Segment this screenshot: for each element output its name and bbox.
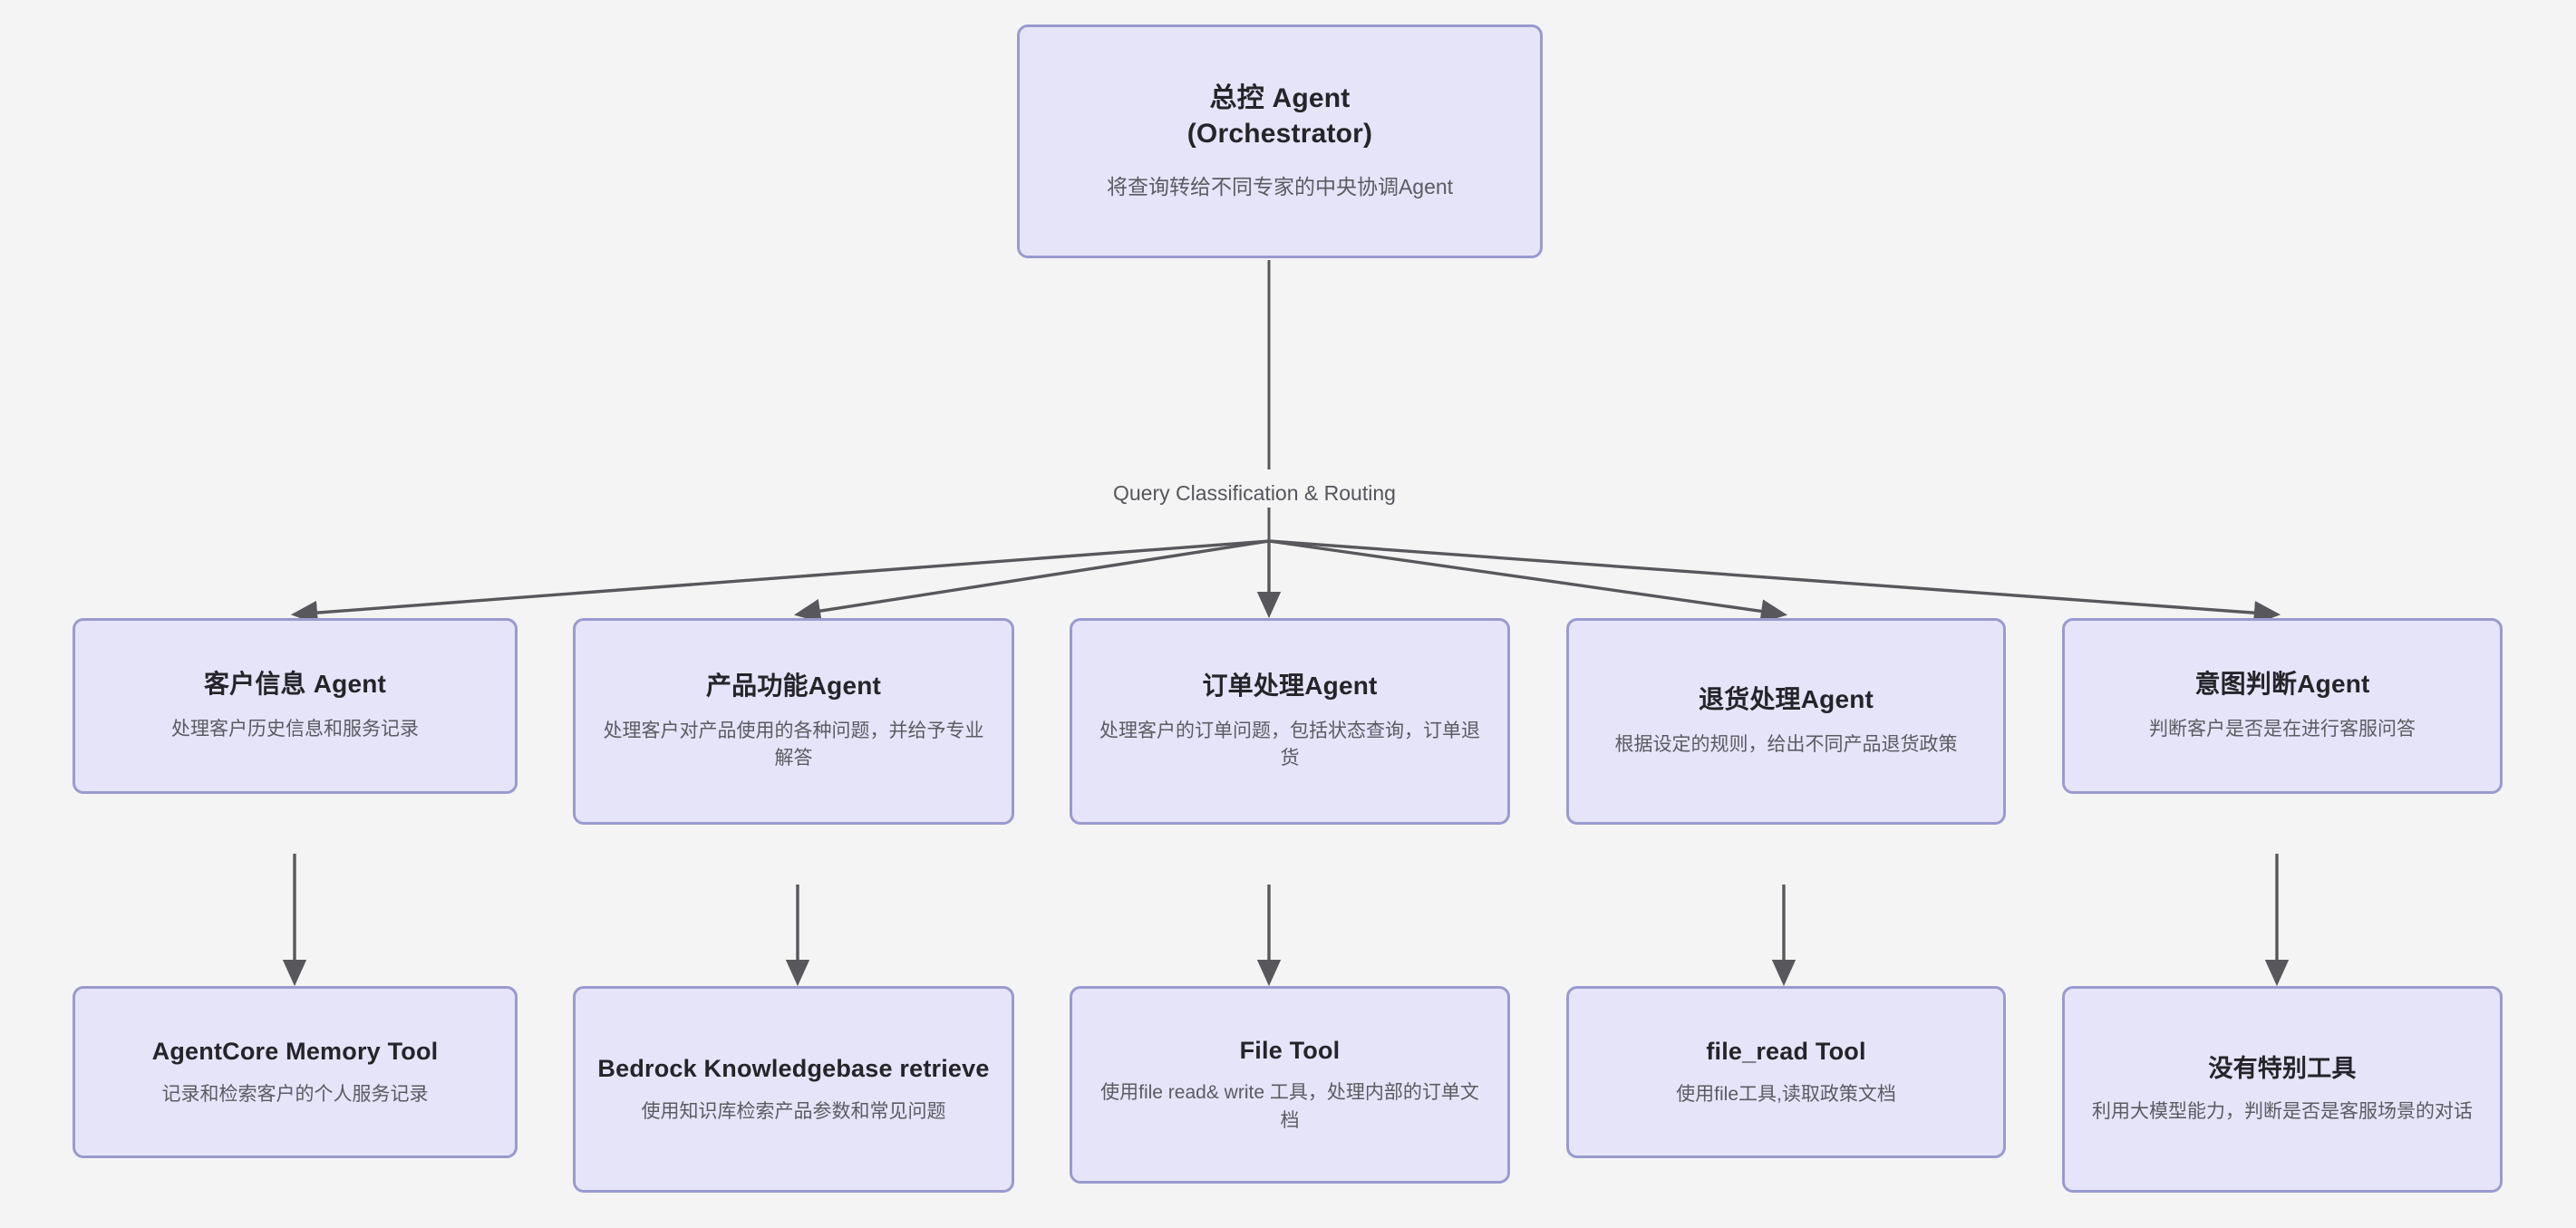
node-agent-intent-detection-description: 判断客户是否是在进行客服问答 bbox=[2149, 719, 2416, 740]
node-tool-bedrock-knowledgebase-retrieve[interactable]: Bedrock Knowledgebase retrieve 使用知识库检索产品… bbox=[573, 986, 1014, 1193]
node-agent-return-processing-title: 退货处理Agent bbox=[1698, 685, 1874, 714]
node-orchestrator-title-line1: 总控 Agent bbox=[1209, 82, 1351, 113]
node-agent-return-processing-description: 根据设定的规则，给出不同产品退货政策 bbox=[1614, 734, 1958, 756]
node-tool-file-description: 使用file read& write 工具，处理内部的订单文档 bbox=[1100, 1082, 1479, 1131]
node-orchestrator-description: 将查询转给不同专家的中央协调Agent bbox=[1106, 174, 1454, 198]
node-agent-product-feature-description: 处理客户对产品使用的各种问题，并给予专业解答 bbox=[603, 720, 984, 769]
node-tool-agentcore-memory[interactable]: AgentCore Memory Tool 记录和检索客户的个人服务记录 bbox=[73, 986, 518, 1158]
edge-label-query-classification-routing: Query Classification & Routing bbox=[1104, 479, 1405, 508]
node-agent-order-processing-title: 订单处理Agent bbox=[1202, 672, 1378, 701]
node-tool-file[interactable]: File Tool 使用file read& write 工具，处理内部的订单文… bbox=[1070, 986, 1510, 1184]
edge-route-to-agent-4 bbox=[1268, 539, 2281, 625]
node-agent-return-processing[interactable]: 退货处理Agent 根据设定的规则，给出不同产品退货政策 bbox=[1566, 618, 2006, 825]
node-tool-file-title: File Tool bbox=[1239, 1036, 1341, 1064]
node-agent-product-feature-title: 产品功能Agent bbox=[705, 672, 882, 701]
node-agent-order-processing-description: 处理客户的订单问题，包括状态查询，订单退货 bbox=[1099, 720, 1480, 769]
node-agent-intent-detection-title: 意图判断Agent bbox=[2194, 670, 2370, 699]
node-agent-customer-info-title: 客户信息 Agent bbox=[203, 670, 387, 699]
node-tool-bedrock-knowledgebase-retrieve-title: Bedrock Knowledgebase retrieve bbox=[597, 1054, 990, 1082]
node-orchestrator-title-line2: (Orchestrator) bbox=[1186, 119, 1373, 150]
node-tool-file-read-description: 使用file工具,读取政策文档 bbox=[1676, 1083, 1896, 1105]
node-agent-order-processing[interactable]: 订单处理Agent 处理客户的订单问题，包括状态查询，订单退货 bbox=[1070, 618, 1510, 825]
node-orchestrator-title: 总控 Agent (Orchestrator) bbox=[1187, 81, 1373, 152]
node-tool-no-special-tool-title: 没有特别工具 bbox=[2208, 1054, 2357, 1082]
node-tool-agentcore-memory-title: AgentCore Memory Tool bbox=[151, 1037, 439, 1065]
node-tool-agentcore-memory-description: 记录和检索客户的个人服务记录 bbox=[161, 1083, 429, 1105]
node-agent-product-feature[interactable]: 产品功能Agent 处理客户对产品使用的各种问题，并给予专业解答 bbox=[573, 618, 1014, 825]
node-tool-file-read-title: file_read Tool bbox=[1706, 1037, 1866, 1065]
edge-route-to-agent-1 bbox=[793, 539, 1270, 624]
node-tool-no-special-tool[interactable]: 没有特别工具 利用大模型能力，判断是否是客服场景的对话 bbox=[2062, 986, 2503, 1193]
node-agent-customer-info[interactable]: 客户信息 Agent 处理客户历史信息和服务记录 bbox=[73, 618, 518, 794]
node-tool-bedrock-knowledgebase-retrieve-description: 使用知识库检索产品参数和常见问题 bbox=[641, 1100, 946, 1122]
edge-route-to-agent-0 bbox=[290, 539, 1270, 625]
edge-route-to-agent-3 bbox=[1268, 539, 1788, 624]
node-orchestrator[interactable]: 总控 Agent (Orchestrator) 将查询转给不同专家的中央协调Ag… bbox=[1017, 24, 1543, 258]
node-tool-no-special-tool-description: 利用大模型能力，判断是否是客服场景的对话 bbox=[2092, 1100, 2473, 1122]
node-tool-file-read[interactable]: file_read Tool 使用file工具,读取政策文档 bbox=[1566, 986, 2006, 1158]
node-agent-customer-info-description: 处理客户历史信息和服务记录 bbox=[171, 719, 419, 740]
node-agent-intent-detection[interactable]: 意图判断Agent 判断客户是否是在进行客服问答 bbox=[2062, 618, 2503, 794]
